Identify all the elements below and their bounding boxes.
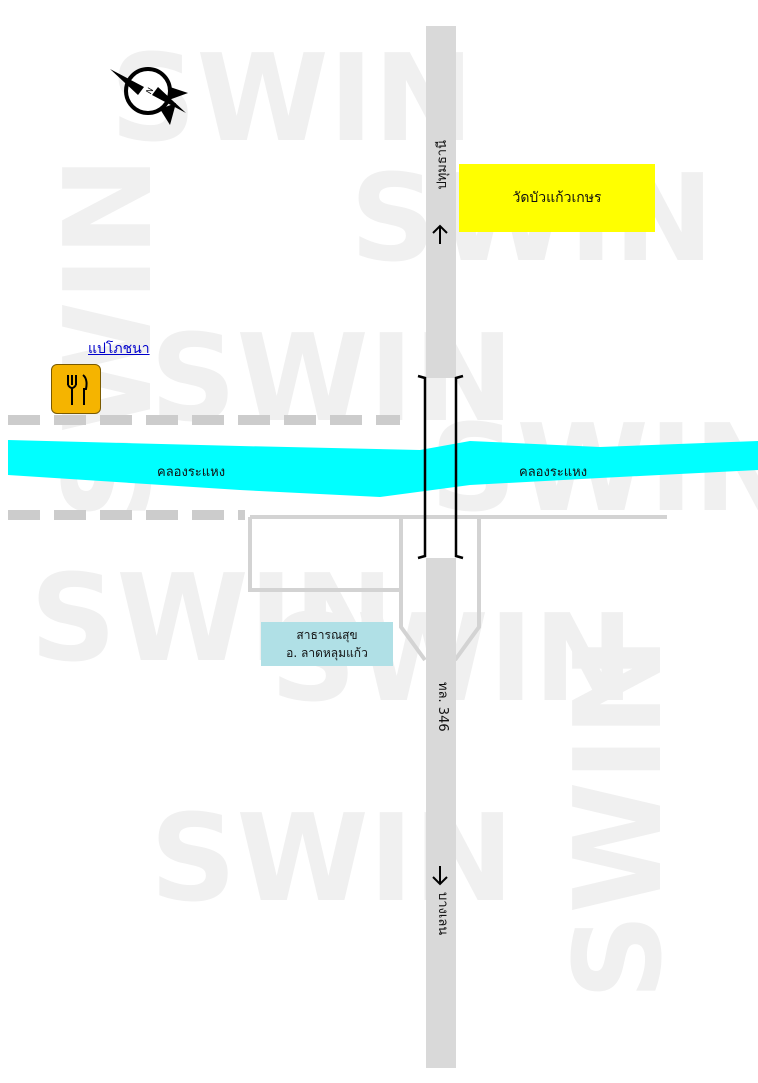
- health-office-box: สาธารณสุข อ. ลาดหลุมแก้ว: [261, 622, 393, 666]
- watermark-text: SWIN: [150, 790, 514, 929]
- canal-label-left: คลองระแหง: [157, 465, 226, 480]
- health-office-line2: อ. ลาดหลุมแก้ว: [286, 646, 368, 660]
- temple-label: วัดบัวแก้วเกษร: [459, 164, 655, 232]
- canal-label-right: คลองระแหง: [519, 465, 588, 480]
- road-label-north: ปทุมธานี: [435, 140, 450, 190]
- canal: [8, 440, 758, 497]
- arrow-south-icon: [432, 866, 448, 886]
- main-road-north: [426, 26, 456, 378]
- compass-n-label: N: [144, 86, 155, 96]
- dashed-road: [8, 415, 400, 520]
- bridge: [417, 374, 464, 560]
- compass-north-icon: N: [110, 67, 188, 125]
- road-label-highway: ทล. 346: [435, 682, 450, 732]
- fork-knife-icon[interactable]: [51, 364, 101, 414]
- road-label-south: บางเลน: [435, 892, 450, 936]
- main-road-south: [426, 558, 456, 1068]
- watermark-text: SWIN: [550, 636, 689, 1000]
- health-office-line1: สาธารณสุข: [296, 628, 358, 642]
- arrow-north-icon: [432, 224, 448, 244]
- restaurant-link[interactable]: แปโภชนา: [88, 341, 150, 357]
- frontage-roads: [248, 515, 667, 662]
